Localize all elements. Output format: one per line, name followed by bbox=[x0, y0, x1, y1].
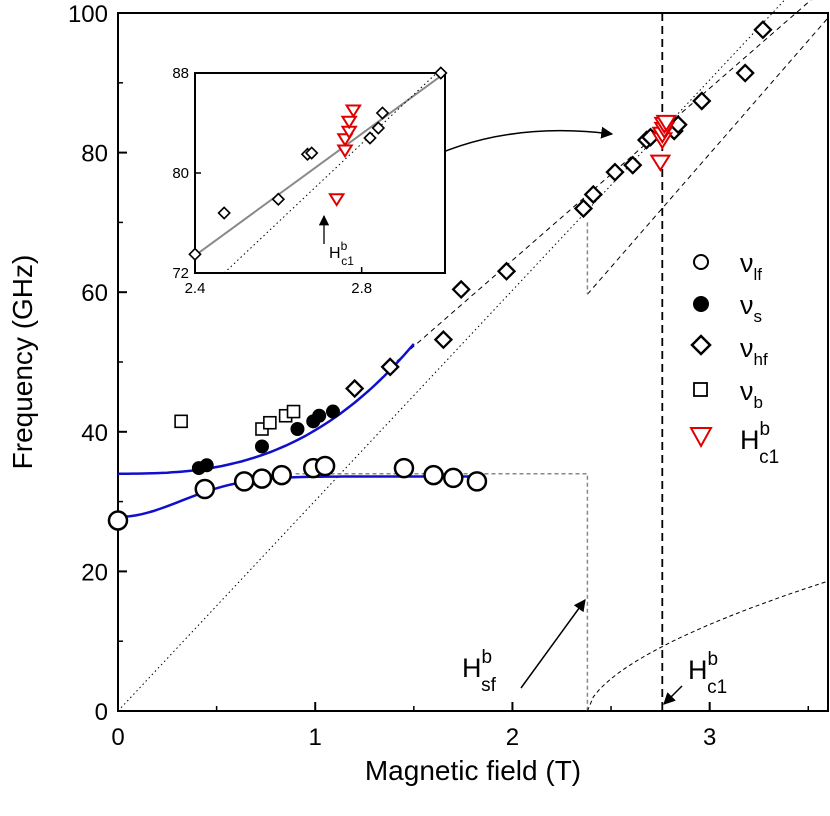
inset-data-point-hf bbox=[188, 247, 202, 261]
data-point-hf bbox=[692, 91, 712, 111]
y-tick-label: 40 bbox=[81, 420, 108, 447]
data-point-lf bbox=[466, 471, 488, 492]
inset-y-tick-label: 72 bbox=[172, 265, 189, 282]
legend-label-s: νs bbox=[740, 290, 762, 326]
data-point-lf bbox=[233, 471, 255, 492]
legend-marker-hc1 bbox=[689, 427, 713, 449]
inset-data-point-hf bbox=[371, 121, 386, 135]
inset-data-point-hc1 bbox=[340, 115, 358, 130]
data-point-hf bbox=[583, 184, 603, 205]
inset-data-point-hf bbox=[271, 192, 286, 206]
y-tick-label: 20 bbox=[81, 559, 108, 586]
data-point-hf bbox=[451, 279, 471, 300]
inset-data-point-hf bbox=[434, 66, 448, 80]
y-tick-label: 60 bbox=[81, 280, 108, 307]
inset-grey-fit-line bbox=[194, 72, 446, 257]
data-point-hf bbox=[623, 155, 643, 175]
legend-label-b: νb bbox=[740, 376, 763, 412]
inset-data-marks bbox=[188, 66, 448, 261]
legend-label-lf: νlf bbox=[740, 248, 762, 284]
main-axis-ticks: 0 1 2 3 0 20 40 60 80 100 bbox=[68, 1, 810, 751]
data-point-lf bbox=[423, 464, 444, 486]
data-point-s bbox=[199, 458, 214, 473]
data-point-hc1 bbox=[655, 114, 678, 133]
inset-data-point-hc1 bbox=[344, 104, 362, 119]
guide-lines bbox=[117, 0, 829, 712]
data-point-lf bbox=[251, 468, 273, 489]
data-point-hf bbox=[496, 261, 517, 281]
inset-data-point-hf bbox=[304, 146, 319, 160]
guide-dotted-diagonal bbox=[117, 0, 786, 712]
guide-dashed-hf bbox=[389, 0, 812, 368]
data-point-lf bbox=[314, 455, 336, 477]
main-data-marks bbox=[107, 20, 773, 531]
guide-dashed-upper bbox=[587, 17, 829, 295]
data-point-lf bbox=[443, 467, 464, 489]
data-point-s bbox=[325, 404, 340, 419]
y-tick-label: 100 bbox=[68, 1, 108, 28]
data-point-b bbox=[286, 404, 301, 419]
legend-label-hf: νhf bbox=[740, 333, 768, 369]
legend-marker-s bbox=[693, 296, 709, 312]
data-point-s bbox=[290, 422, 305, 437]
y-tick-label: 80 bbox=[81, 141, 108, 168]
inset-lines bbox=[194, 72, 446, 274]
inset-axis-ticks: 2.4 2.8 72 80 88 bbox=[172, 65, 372, 297]
inset-data-point-hc1 bbox=[328, 193, 346, 207]
fit-curve-upper bbox=[118, 343, 415, 475]
inset-x-tick-label: 2.8 bbox=[351, 280, 372, 297]
y-axis-title: Frequency (GHz) bbox=[7, 255, 38, 470]
data-point-lf bbox=[271, 464, 292, 486]
data-point-lf bbox=[107, 510, 129, 531]
data-point-b bbox=[174, 414, 188, 429]
inset-data-point-hf bbox=[375, 106, 390, 120]
data-point-lf bbox=[393, 457, 415, 479]
data-point-hf bbox=[573, 198, 594, 219]
data-point-lf bbox=[194, 478, 216, 500]
data-point-s bbox=[254, 439, 269, 454]
inset-x-tick-label: 2.4 bbox=[185, 280, 206, 297]
inset-data-point-hf bbox=[363, 131, 377, 145]
guide-grey-step-low bbox=[295, 472, 589, 711]
x-tick-label: 2 bbox=[506, 724, 519, 751]
legend-marker-b bbox=[693, 382, 708, 397]
legend-marker-lf bbox=[693, 254, 709, 270]
fit-curve-lower bbox=[117, 475, 473, 519]
data-point-hf bbox=[735, 63, 755, 83]
inset-y-tick-label: 88 bbox=[172, 65, 189, 82]
x-tick-label: 0 bbox=[111, 724, 124, 751]
x-tick-label: 1 bbox=[309, 724, 322, 751]
x-axis-title: Magnetic field (T) bbox=[365, 755, 581, 786]
data-point-s bbox=[312, 408, 327, 423]
data-point-b bbox=[263, 415, 277, 430]
inset-frame bbox=[194, 72, 446, 274]
data-point-hf bbox=[753, 20, 773, 40]
x-tick-label: 3 bbox=[703, 724, 716, 751]
inset-dotted-line bbox=[223, 72, 438, 274]
legend-marker-hf bbox=[690, 334, 712, 356]
data-point-hc1 bbox=[649, 154, 672, 172]
y-tick-label: 0 bbox=[95, 699, 108, 726]
inset-y-tick-label: 80 bbox=[172, 165, 189, 182]
hc1-arrow bbox=[663, 685, 683, 705]
hsf-arrow bbox=[520, 599, 586, 689]
data-point-hf bbox=[605, 162, 625, 182]
data-point-hf bbox=[433, 330, 454, 350]
data-point-hf bbox=[380, 357, 400, 377]
data-point-hf bbox=[345, 378, 365, 399]
inset-data-point-hf bbox=[217, 206, 231, 220]
fit-curves bbox=[117, 343, 473, 519]
